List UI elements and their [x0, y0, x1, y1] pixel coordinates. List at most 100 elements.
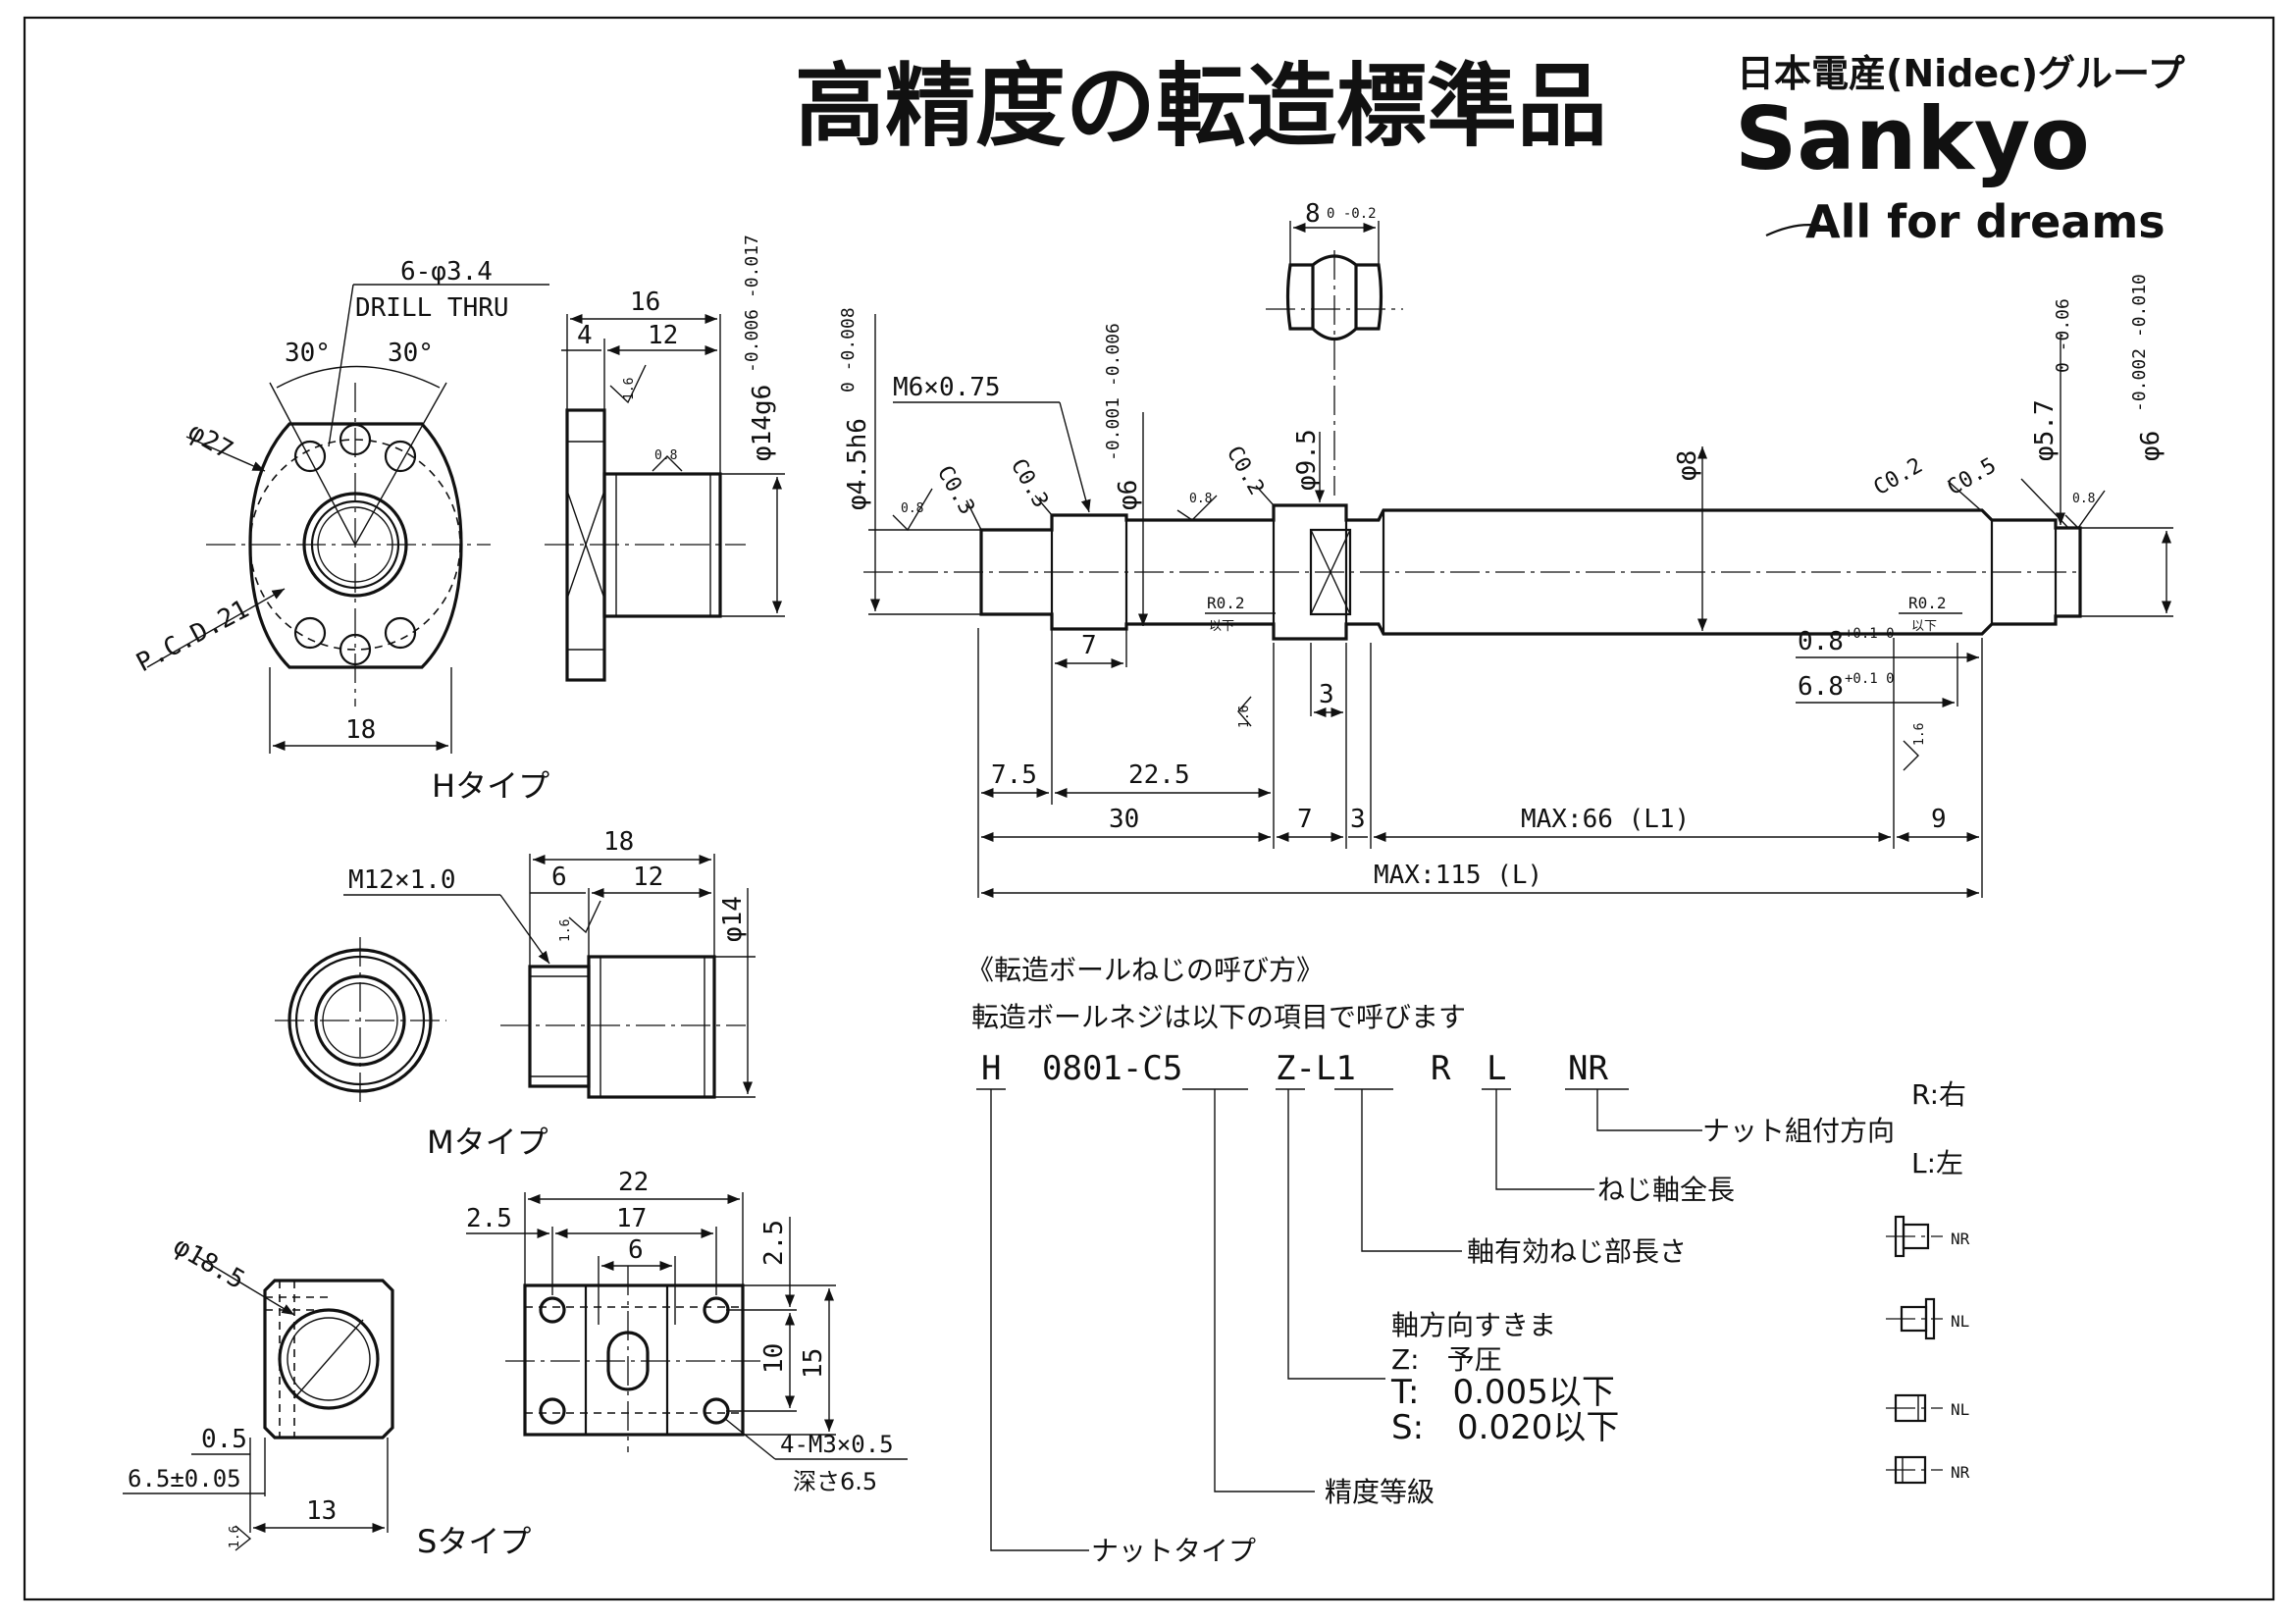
shaft-d225: 22.5	[1128, 760, 1190, 790]
h-mount-hole	[293, 440, 327, 473]
s-tap-hole	[703, 1296, 730, 1324]
naming-section: 《転造ボールねじの呼び方》 転造ボールネジは以下の項目で呼びます H 0801-…	[966, 954, 1970, 1567]
shaft-rough16-a: 1.6	[1237, 706, 1252, 728]
h-angle-line	[269, 382, 356, 546]
m-len18: 18	[603, 827, 634, 857]
shaft-dia6a-tol: -0.001 -0.006	[1103, 323, 1123, 461]
leader-total-len	[1495, 1089, 1594, 1190]
h-rough16: 1.6	[622, 378, 637, 400]
m-type-view: 18 6 12 M12×1.0 φ14 1.6 Mタイプ	[275, 827, 756, 1161]
shaft-r02-left: R0.2	[1207, 594, 1245, 612]
m-thread-leader2	[499, 894, 550, 965]
l-left: L:左	[1911, 1147, 1963, 1179]
h-len16: 16	[630, 288, 660, 317]
shaft-rough16-b: 1.6	[1912, 723, 1927, 746]
h-type-label: Hタイプ	[432, 767, 549, 805]
m-len12: 12	[633, 863, 663, 892]
brand-block: 日本電産(Nidec)グループ Sankyo All for dreams	[1735, 52, 2185, 248]
nut-nl-flange-icon: NL	[1886, 1297, 1969, 1340]
s-w17: 17	[616, 1204, 647, 1233]
naming-intro: 転造ボールネジは以下の項目で呼びます	[971, 1001, 1466, 1033]
h-rough08: 0.8	[654, 448, 677, 463]
brand-group: 日本電産(Nidec)グループ	[1737, 52, 2185, 95]
shaft-dia6a: φ6	[1114, 480, 1143, 510]
s-type-view: φ18.5 13 0.5 6.5±0.05 1.6 22 2	[123, 1168, 908, 1560]
h-angle-arc	[276, 365, 441, 389]
s-w6: 6	[628, 1235, 644, 1265]
h-type-view: 30° 30° 6-φ3.4 DRILL THRU φ27 P.C.D.21 1…	[131, 235, 785, 805]
h-mount-hole	[384, 616, 417, 650]
nut-type: ナットタイプ	[1091, 1535, 1256, 1567]
m-rough-mark	[568, 900, 601, 934]
s-tap-hole	[703, 1397, 730, 1425]
h-len4: 4	[577, 321, 593, 350]
shaft-thread: M6×0.75	[893, 373, 1001, 402]
m-type-label: Mタイプ	[427, 1124, 548, 1161]
h-side-flange-x	[566, 490, 605, 600]
h-dia14-tol: -0.006 -0.017	[742, 235, 762, 373]
s-tap-hole	[539, 1397, 566, 1425]
shaft-d08-tol: +0.1 0	[1845, 626, 1895, 642]
code-model: 0801-C5	[1042, 1049, 1182, 1088]
nut-nl-plain-icon: NL	[1886, 1393, 1969, 1423]
shaft-c05-leader	[2020, 478, 2069, 529]
s-rough16: 1.6	[228, 1526, 242, 1548]
axial-s: S: 0.020以下	[1391, 1408, 1619, 1447]
leader-grade	[1214, 1089, 1315, 1492]
shaft-view: 8 0 -0.2 M6×0.75 φ4.5h6 0 -0.00	[838, 199, 2173, 899]
s-front-bore2	[287, 1317, 371, 1401]
h-mount-hole	[293, 616, 327, 650]
h-drill-note: DRILL THRU	[355, 293, 509, 323]
leader-nut-type	[990, 1089, 1089, 1551]
shaft-d68: 6.8	[1798, 672, 1844, 702]
shaft-rough-mark	[2064, 490, 2106, 530]
shaft-c03-left-leader	[965, 499, 982, 531]
brand-name: Sankyo	[1735, 88, 2090, 189]
shaft-dia57-tol: 0 -0.06	[2053, 298, 2073, 373]
shaft-c05: C0.5	[1944, 453, 2001, 500]
shaft-dia8: φ8	[1673, 450, 1702, 481]
shaft-dia6b: φ6	[2136, 431, 2166, 461]
h-flange-outline	[248, 422, 463, 669]
leader-eff-len	[1361, 1089, 1462, 1252]
h-mount-hole	[384, 440, 417, 473]
shaft-flat: 8	[1305, 199, 1321, 229]
shaft-rough-mark	[892, 488, 933, 532]
shaft-d68-tol: +0.1 0	[1845, 671, 1895, 687]
grade: 精度等級	[1325, 1476, 1435, 1508]
shaft-dia45-tol: 0 -0.008	[838, 307, 859, 393]
code-nut-type: H	[981, 1049, 1001, 1088]
shaft-c02-right-leader	[1947, 480, 1993, 521]
shaft-dia6b-tol: -0.002 -0.010	[2129, 274, 2150, 412]
h-rough-mark2	[652, 455, 683, 472]
s-front-outline	[263, 1279, 394, 1440]
axial-z: Z: 予圧	[1391, 1343, 1502, 1376]
h-angle-30-left: 30°	[285, 339, 331, 368]
s-h05: 0.5	[201, 1425, 247, 1454]
shaft-d3: 3	[1319, 680, 1334, 709]
axial: 軸方向すきま	[1391, 1309, 1556, 1341]
h-pcd: P.C.D.21	[131, 595, 254, 678]
code-l: L	[1487, 1049, 1506, 1088]
nut-dir: ナット組付方向	[1702, 1115, 1895, 1147]
tagline-swoosh	[1765, 224, 1821, 236]
s-tap: 4-M3×0.5	[780, 1431, 894, 1458]
shaft-section-dcut	[1285, 254, 1383, 341]
h-holes-spec: 6-φ3.4	[400, 257, 493, 287]
h-width: 18	[345, 715, 376, 745]
page-title: 高精度の転造標準品	[795, 54, 1607, 159]
h-dia27: φ27	[183, 417, 238, 465]
s-front-diag	[293, 1319, 364, 1399]
h-pcd-leader	[146, 588, 286, 668]
h-dia27-leader	[185, 436, 266, 472]
shaft-c03-mid: C0.3	[1006, 455, 1053, 512]
sheet-border	[23, 16, 2275, 1601]
code-preload-length: Z-L1	[1276, 1049, 1356, 1088]
s-dia: φ18.5	[169, 1231, 250, 1295]
axial-t: T: 0.005以下	[1390, 1373, 1615, 1412]
shaft-dia45: φ4.5h6	[843, 418, 872, 510]
h-holes-leader	[328, 284, 354, 447]
shaft-rough-mark	[1176, 495, 1218, 521]
shaft-c02-right: C0.2	[1870, 453, 1927, 500]
